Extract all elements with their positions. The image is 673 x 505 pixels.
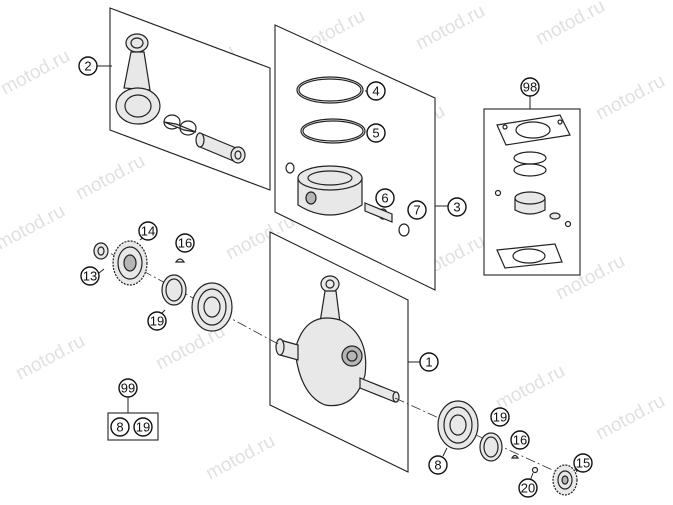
callout-label: 14: [141, 224, 155, 239]
callout-19: [490, 407, 510, 427]
watermark: motod.ru: [202, 431, 278, 485]
callout-label: 5: [372, 126, 379, 141]
callout-label: 16: [513, 433, 527, 448]
right-parts: 8 19 16 20 15: [428, 400, 593, 498]
callout-19: [147, 311, 167, 331]
watermark: motod.ru: [0, 46, 74, 100]
callout-label: 8: [434, 458, 441, 473]
watermark: motod.ru: [532, 0, 608, 49]
callout-label: 20: [521, 481, 535, 496]
callout-label: 1: [425, 355, 432, 370]
head-gasket: [496, 114, 571, 146]
callout-label: 15: [576, 456, 590, 471]
nut: [93, 242, 109, 260]
callout-3: [447, 197, 467, 217]
piston-panel: 4 5 6 7 3: [274, 24, 467, 291]
callout-1: [419, 352, 439, 372]
center-axis-left: [94, 244, 281, 346]
piston-ring-4: [296, 76, 364, 104]
left-parts: 13 14 16 19: [80, 221, 233, 332]
callout-label: 7: [413, 203, 420, 218]
callout-label: 16: [178, 236, 192, 251]
piston-ring-5: [300, 118, 366, 144]
watermark: motod.ru: [72, 151, 148, 205]
callout-label: 6: [381, 191, 388, 206]
watermark: motod.ru: [12, 331, 88, 385]
callout-16: [175, 233, 195, 253]
callout-20: [518, 478, 538, 498]
callout-13: [80, 266, 100, 286]
crankshaft-panel: 1: [269, 231, 439, 473]
callout-label: 3: [453, 200, 460, 215]
callout-14: [138, 221, 158, 241]
kit-99-item-8: [110, 417, 130, 437]
kit-98-box: 98: [483, 77, 581, 276]
callout-label: 99: [121, 381, 135, 396]
conrod-panel: 2: [78, 7, 271, 191]
piston-pin-clip: [285, 162, 295, 174]
kit-99-box: 99 8 19: [107, 378, 159, 441]
callout-label: 4: [372, 84, 379, 99]
callout-98: [520, 77, 540, 97]
callout-label: 8: [116, 420, 123, 435]
callout-label: 13: [83, 269, 97, 284]
watermark: motod.ru: [0, 201, 69, 255]
callout-15: [573, 453, 593, 473]
base-gasket: [496, 243, 563, 269]
timing-gear: [552, 464, 578, 496]
piston-pin: [195, 132, 246, 164]
callout-label: 2: [84, 59, 91, 74]
callout-label: 19: [150, 314, 164, 329]
watermark: motod.ru: [592, 391, 668, 445]
callout-8: [428, 455, 448, 475]
main-bearing-left: [191, 282, 233, 332]
bearing-shells: [163, 114, 197, 136]
callout-label: 19: [136, 420, 150, 435]
piston-pin: [364, 202, 393, 223]
callout-16: [510, 430, 530, 450]
callout-6: [375, 188, 395, 208]
kit-99-item-19: [133, 417, 153, 437]
callout-5: [366, 123, 386, 143]
watermark: motod.ru: [592, 71, 668, 125]
crankshaft: [275, 317, 400, 407]
main-bearing-right: [437, 400, 479, 450]
piston: [297, 165, 363, 216]
watermark: motod.ru: [412, 1, 488, 55]
callout-4: [366, 81, 386, 101]
callout-2: [78, 56, 98, 76]
callout-label: 98: [523, 80, 537, 95]
callout-7: [407, 200, 427, 220]
callout-label: 19: [493, 410, 507, 425]
primary-gear: [112, 240, 148, 286]
woodruff-key: [174, 258, 186, 263]
woodruff-key-right: [510, 454, 520, 459]
connecting-rod: [115, 33, 161, 125]
watermark: motod.ru: [492, 361, 568, 415]
